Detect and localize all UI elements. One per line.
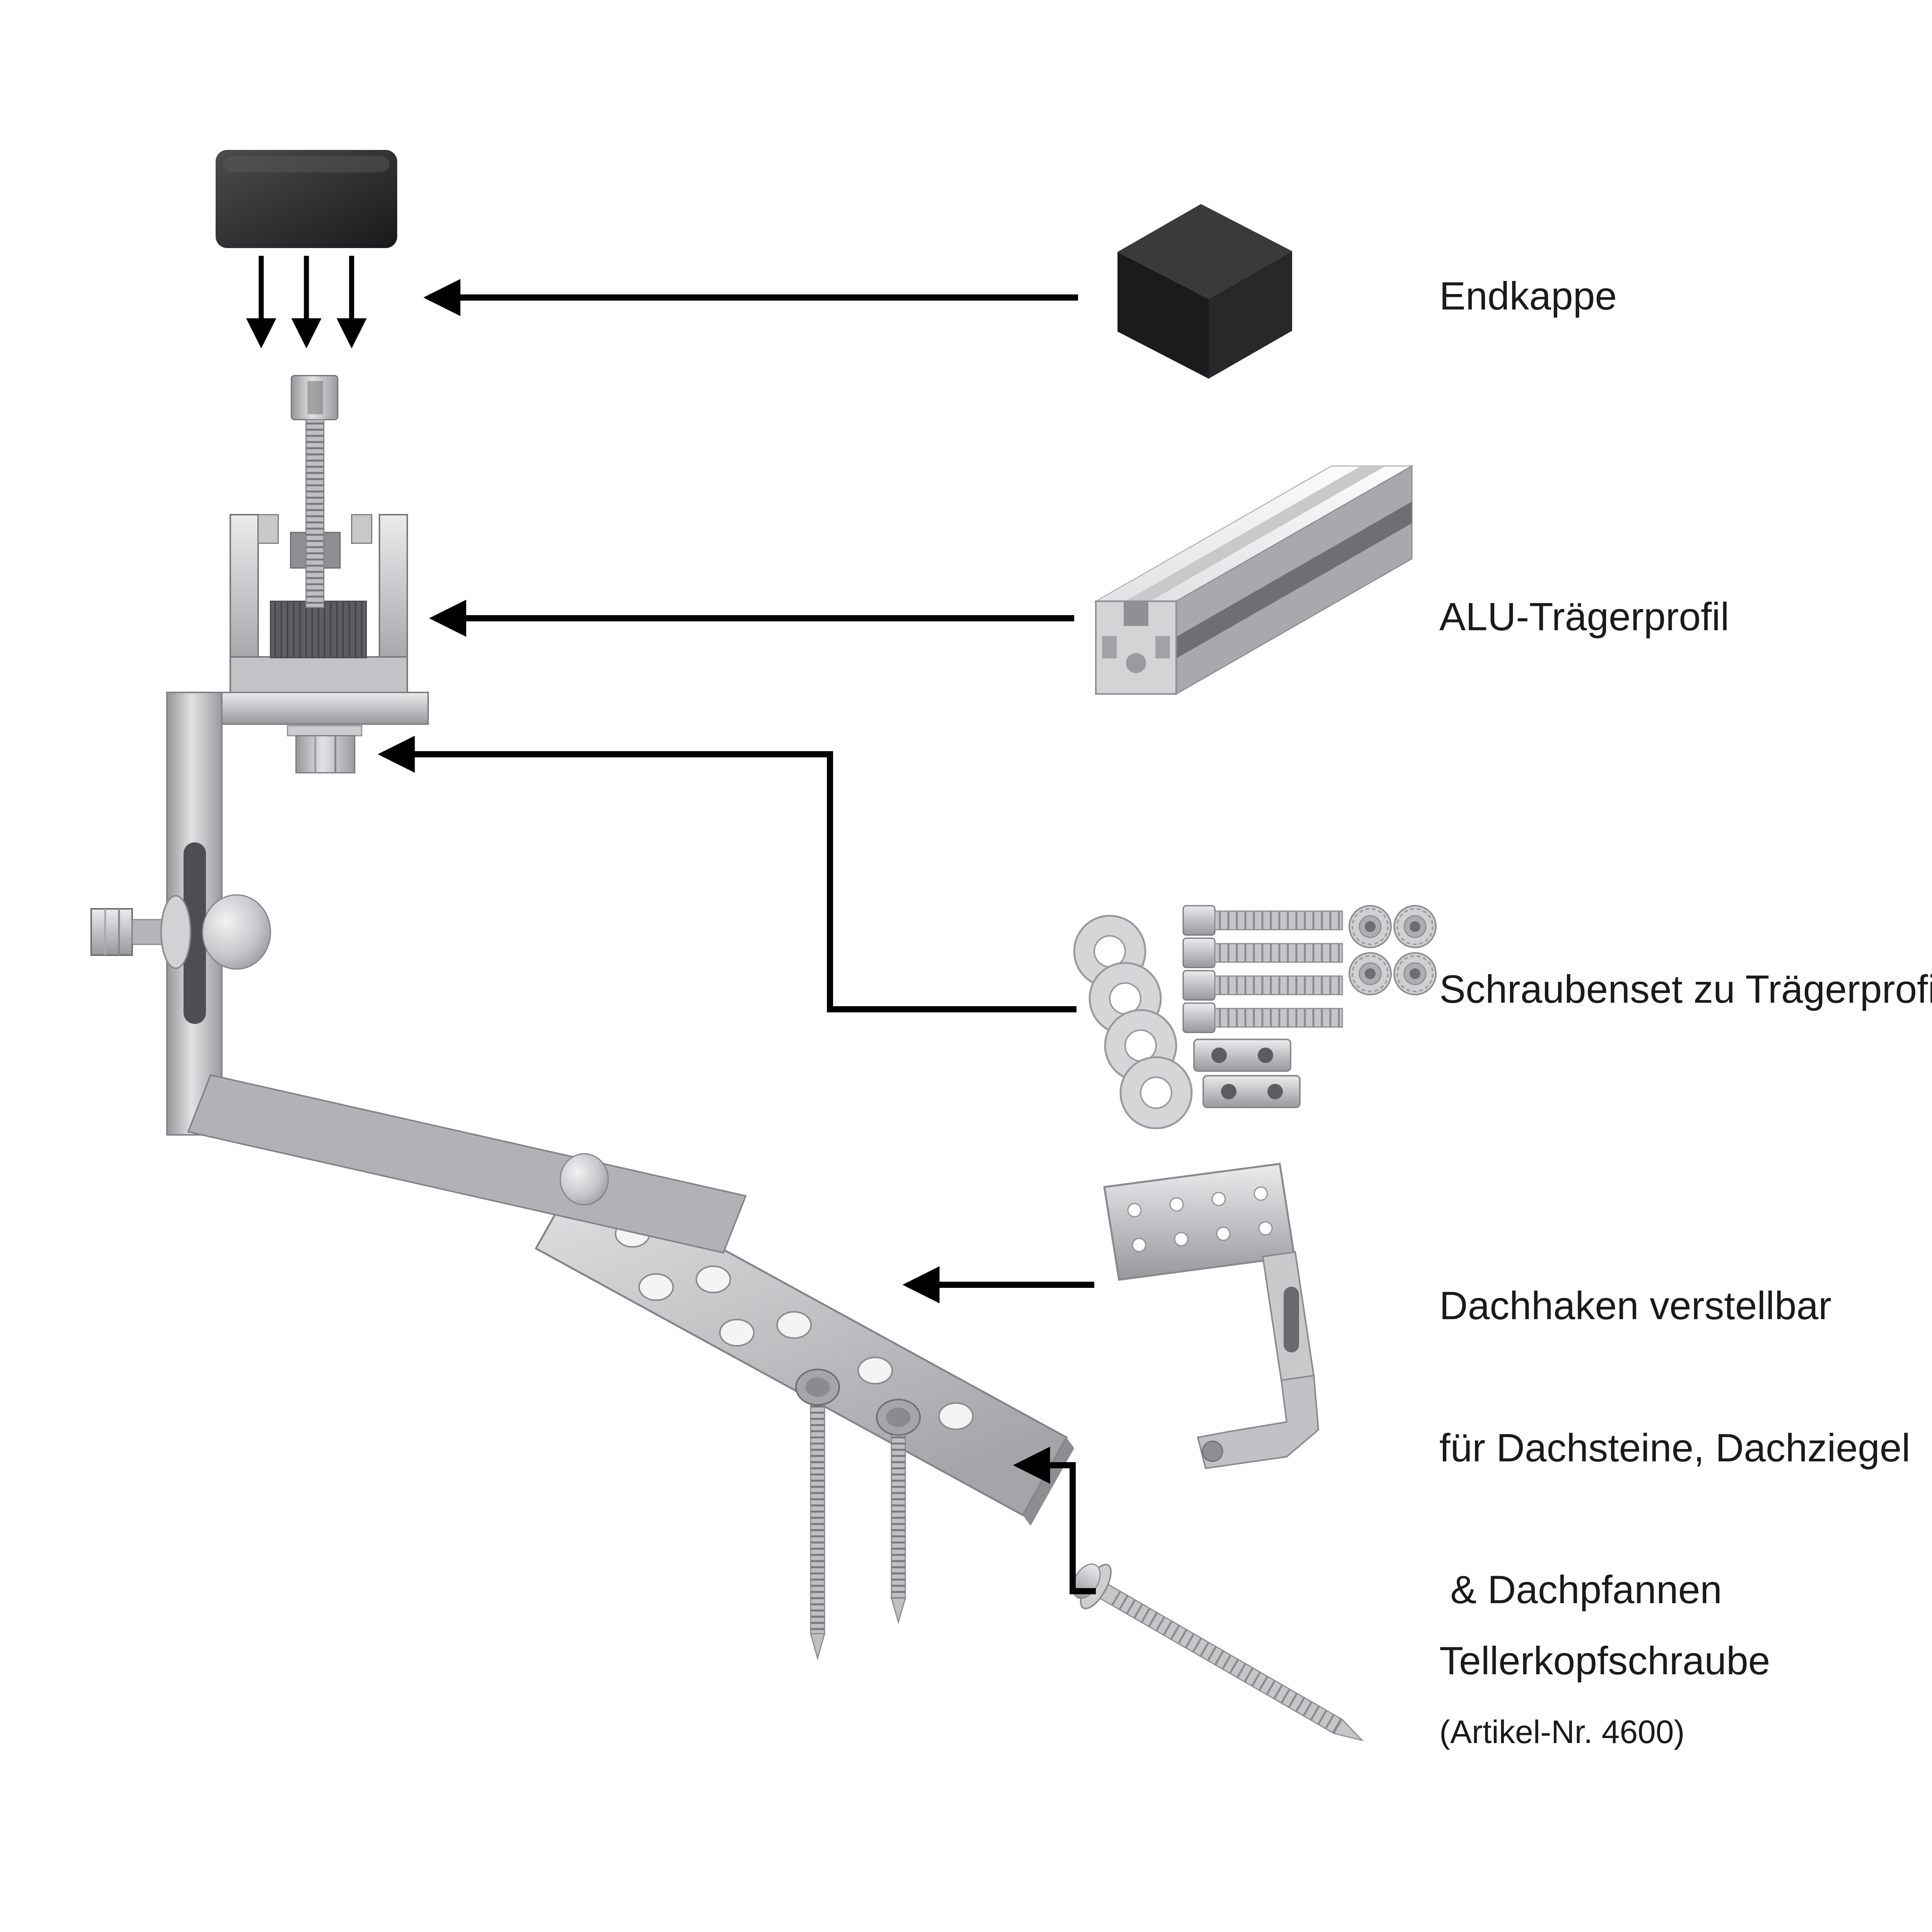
part-endkappe-image (1117, 204, 1292, 379)
plate-screws (795, 1369, 921, 1661)
label-endkappe: Endkappe (1439, 274, 1617, 318)
base-plate (534, 1169, 1074, 1526)
part-tellerkopfschraube-image (1072, 1563, 1364, 1742)
arrow-schraubenset (378, 736, 1077, 1012)
label-dachhaken-line1: Dachhaken verstellbar (1439, 1284, 1832, 1328)
downward-fastener-arrows (246, 256, 367, 349)
label-alu-traegerprofil: ALU-Trägerprofil (1439, 595, 1730, 639)
rail-clamp-cross-section (230, 514, 408, 694)
part-schraubenset-image (1073, 905, 1437, 1129)
part-dachhaken-image (1103, 1163, 1320, 1469)
flange-nuts (1349, 905, 1437, 995)
arrow-tellerkopfschraube (1013, 1447, 1096, 1594)
set-screws (1182, 905, 1343, 1033)
label-tellerkopfschraube: Tellerkopfschraube (1439, 1639, 1770, 1683)
label-dachhaken-line3: & Dachpfannen (1439, 1568, 1722, 1612)
roof-hook-vertical-arm (90, 692, 271, 1136)
allen-bolt (291, 375, 338, 608)
label-dachhaken-artikelnr: (Artikel-Nr. 4600) (1439, 1713, 1685, 1750)
part-alu-rail-image (1094, 465, 1414, 695)
label-schraubenset: Schraubenset zu Trägerprofil (1439, 967, 1932, 1011)
label-dachhaken: Dachhaken verstellbar für Dachsteine, Da… (1439, 1192, 1910, 1846)
bracket-plate-bolt (560, 1153, 609, 1206)
annotation-arrows (378, 279, 1096, 1594)
flange-nut (287, 725, 362, 774)
bracket-diagonal-strip (187, 1074, 747, 1254)
assembly-illustration (90, 150, 1074, 1661)
end-cap-installed (216, 150, 397, 248)
washers (1073, 915, 1193, 1129)
slot-nuts (1193, 1039, 1301, 1108)
label-dachhaken-line2: für Dachsteine, Dachziegel (1439, 1425, 1910, 1470)
